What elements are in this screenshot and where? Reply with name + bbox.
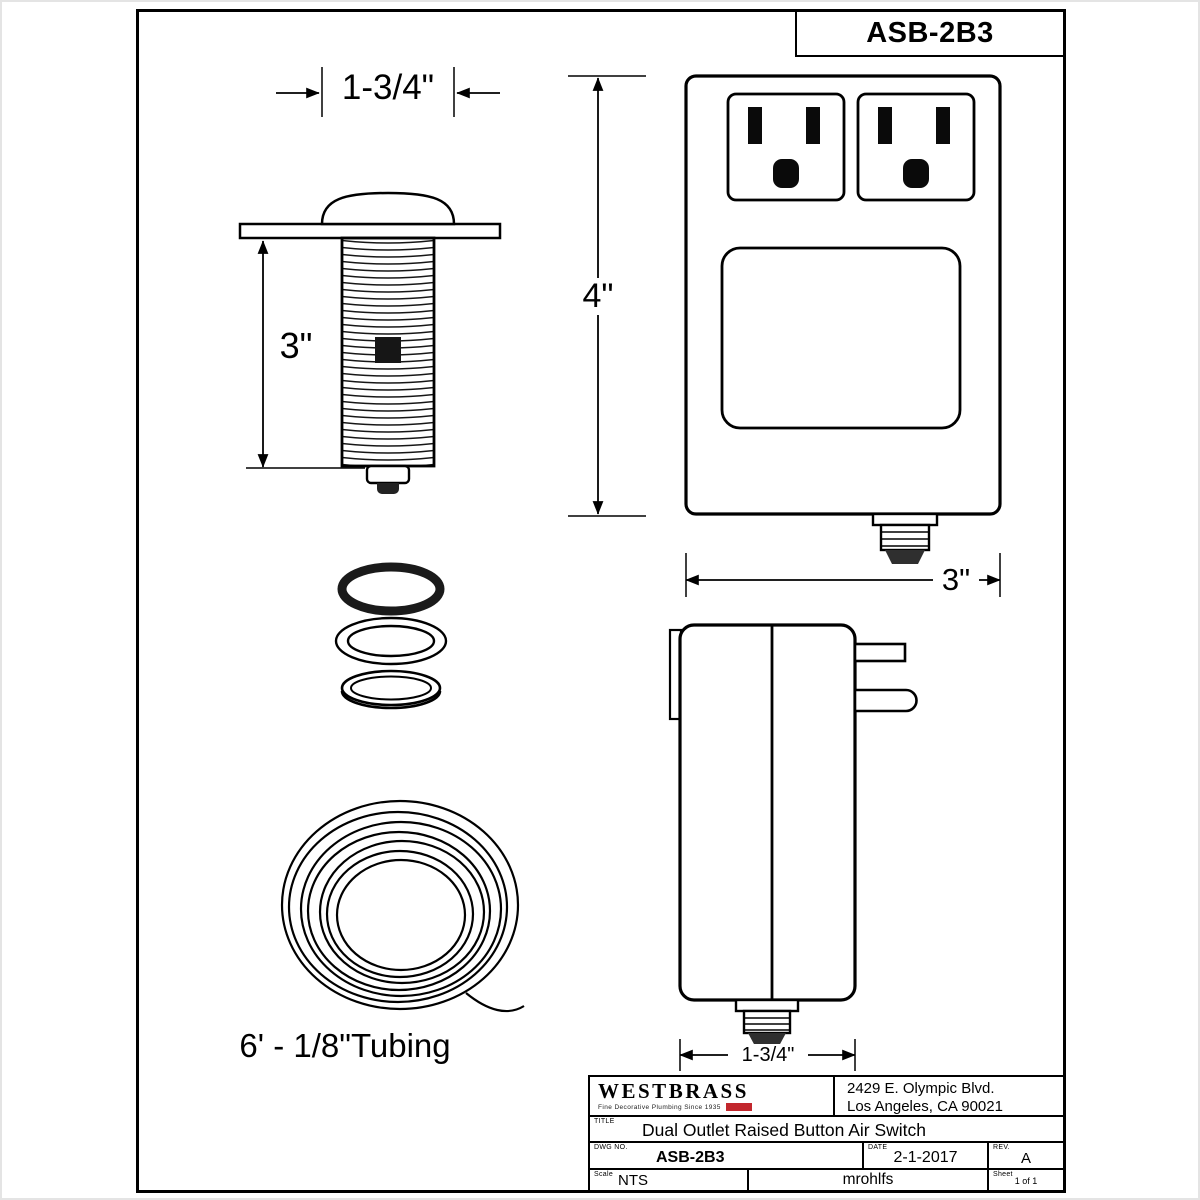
mounting-nut [340, 669, 442, 710]
washer [334, 616, 448, 666]
tubing-end [465, 992, 525, 1013]
rev-value: A [1020, 1150, 1032, 1167]
title-row: TITLE Dual Outlet Raised Button Air Swit… [590, 1115, 1063, 1141]
part-number: ASB-2B3 [866, 17, 994, 49]
rev-cell: REV. A [987, 1143, 1063, 1168]
title-label: TITLE [594, 1118, 615, 1125]
left-receptacle [726, 92, 846, 202]
left-receptacle-slot-2 [806, 107, 820, 144]
company-address: 2429 E. Olympic Blvd. Los Angeles, CA 90… [833, 1077, 1063, 1115]
outlet-front-view [684, 74, 1002, 564]
date-cell: DATE 2-1-2017 [862, 1143, 987, 1168]
left-receptacle-ground [773, 159, 799, 188]
date-label: DATE [868, 1144, 888, 1151]
drawing-sheet: ASB-2B3 1-3/4" 3" 4" 3" 1-3/4" 6' - 1/8"… [136, 9, 1066, 1193]
dim-stem-length-label: 3" [279, 325, 313, 366]
logo-red-mark [725, 1103, 752, 1112]
drawing-graphics [238, 67, 1002, 1071]
rev-label: REV. [993, 1144, 1010, 1151]
right-receptacle-ground [903, 159, 929, 188]
o-ring [337, 562, 445, 616]
sheet-cell: Sheet 1 of 1 [987, 1170, 1063, 1190]
dwg-row: DWG NO. ASB-2B3 DATE 2-1-2017 REV. A [590, 1141, 1063, 1168]
sheet-label: Sheet [993, 1171, 1013, 1178]
air-button-stem-view [238, 191, 502, 494]
label-panel [720, 246, 962, 430]
address-line1: 2429 E. Olympic Blvd. [847, 1080, 995, 1097]
left-receptacle-slot-1 [748, 107, 762, 144]
right-receptacle-slot-2 [936, 107, 950, 144]
tubing-coil [280, 799, 525, 1013]
tubing-length-label: 6' - 1/8"Tubing [239, 1027, 451, 1064]
stem-tip [365, 464, 411, 485]
dwg-no-cell: DWG NO. ASB-2B3 [590, 1143, 862, 1168]
drawing-title: Dual Outlet Raised Button Air Switch [642, 1120, 927, 1140]
dim-stem-length-lines [246, 240, 365, 469]
side-air-fitting-tip [748, 1033, 786, 1046]
front-air-fitting-flange [871, 512, 939, 527]
plug-blade [853, 642, 907, 663]
dim-front-height-label: 4" [572, 277, 624, 316]
title-block: WESTBRASS Fine Decorative Plumbing Since… [588, 1075, 1063, 1190]
outlet-side-view [668, 623, 918, 1046]
right-receptacle-slot-1 [878, 107, 892, 144]
company-tagline-row: Fine Decorative Plumbing Since 1935 [598, 1103, 833, 1112]
dim-stem-width-lines [276, 67, 500, 117]
drawn-by-value: mrohlfs [842, 1171, 894, 1188]
right-receptacle [856, 92, 976, 202]
sheet-value: 1 of 1 [1014, 1176, 1038, 1186]
scale-value: NTS [618, 1172, 648, 1189]
button-cap [320, 191, 456, 226]
company-name: WESTBRASS [598, 1079, 749, 1103]
shaft-notch [375, 337, 401, 363]
part-number-box: ASB-2B3 [795, 12, 1063, 57]
stem-tip-nub [377, 483, 399, 494]
dwg-no-value: ASB-2B3 [656, 1149, 725, 1166]
dim-front-width-label: 3" [933, 562, 979, 598]
plug-ground-pin [853, 688, 918, 713]
side-air-fitting-flange [734, 998, 800, 1013]
front-air-fitting-tip [885, 550, 925, 564]
drawn-by-cell: mrohlfs [747, 1170, 987, 1190]
scale-cell: Scale NTS [590, 1170, 747, 1190]
address-line2: Los Angeles, CA 90021 [847, 1097, 1003, 1115]
dim-side-width-label: 1-3/4" [728, 1044, 808, 1066]
date-value: 2-1-2017 [893, 1149, 958, 1166]
company-logo: WESTBRASS Fine Decorative Plumbing Since… [590, 1077, 833, 1115]
title-block-company-row: WESTBRASS Fine Decorative Plumbing Since… [590, 1077, 1063, 1115]
side-body [678, 623, 857, 1002]
scale-row: Scale NTS mrohlfs Sheet 1 of 1 [590, 1168, 1063, 1190]
company-tagline: Fine Decorative Plumbing Since 1935 [598, 1103, 721, 1111]
stem-flange [238, 222, 502, 240]
scale-label: Scale [594, 1171, 614, 1178]
dwg-no-label: DWG NO. [594, 1144, 628, 1151]
dim-stem-width-label: 1-3/4" [341, 68, 435, 107]
